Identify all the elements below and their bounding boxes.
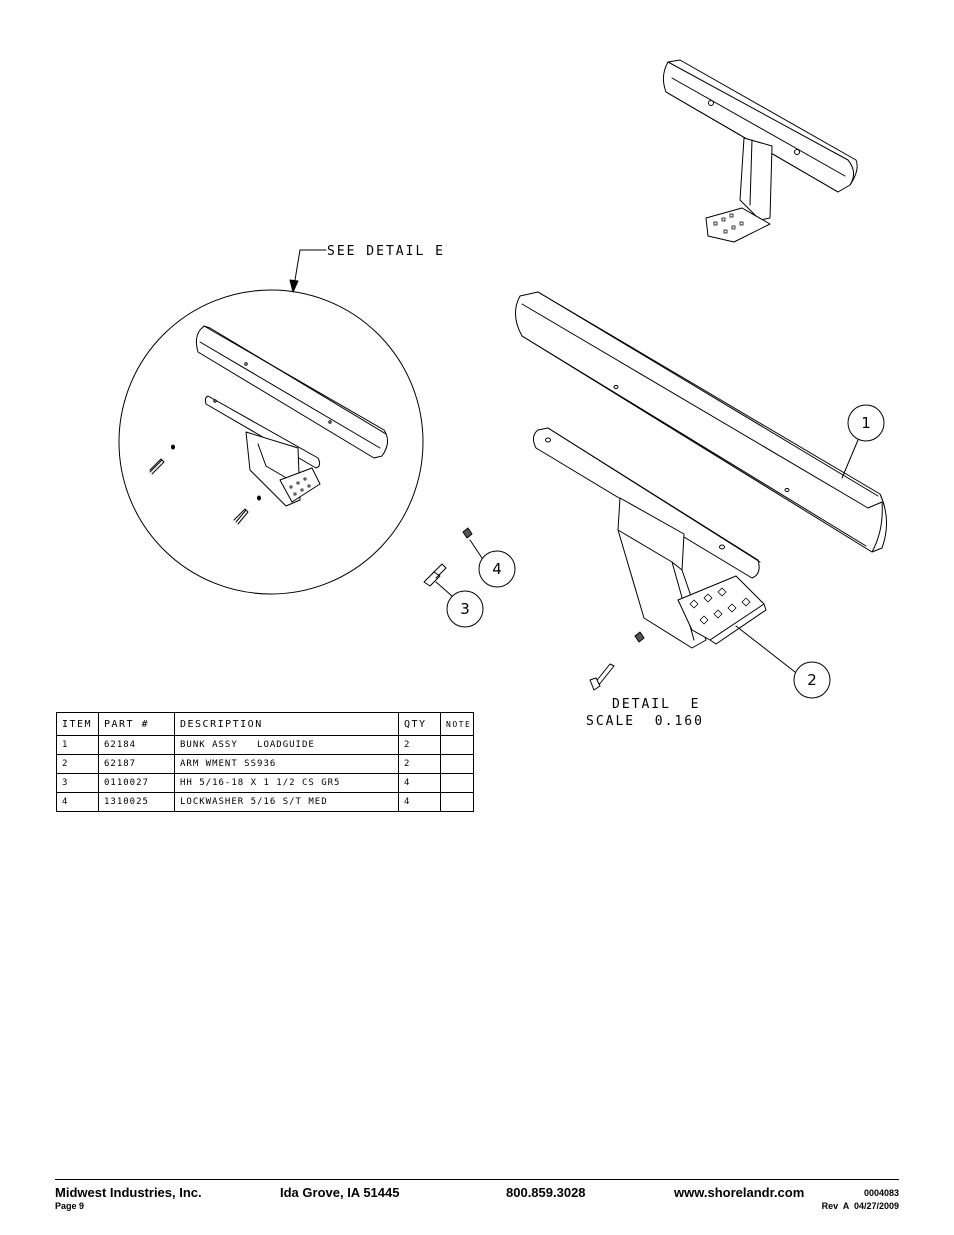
bom-item: 2 bbox=[56, 754, 99, 774]
bom-item: 4 bbox=[56, 792, 99, 812]
footer-website: www.shorelandr.com bbox=[674, 1185, 805, 1200]
bom-description: HH 5/16-18 X 1 1/2 CS GR5 bbox=[174, 773, 399, 793]
bom-item: 3 bbox=[56, 773, 99, 793]
page-footer: Midwest Industries, Inc. Ida Grove, IA 5… bbox=[55, 1179, 899, 1211]
bom-header-item: ITEM bbox=[56, 712, 99, 736]
bom-header-row: ITEM PART # DESCRIPTION QTY NOTE bbox=[56, 712, 474, 736]
bom-note bbox=[440, 773, 474, 793]
bom-header-part: PART # bbox=[98, 712, 175, 736]
detail-label-line2: SCALE 0.160 bbox=[586, 714, 704, 729]
bom-note bbox=[440, 735, 474, 755]
main-hardware bbox=[423, 527, 645, 691]
table-row: 1 62184 BUNK ASSY LOADGUIDE 2 bbox=[56, 735, 474, 755]
detail-label-line1: DETAIL E bbox=[612, 697, 701, 712]
detail-scale-label: DETAIL E SCALE 0.160 bbox=[586, 696, 704, 730]
detail-callout-text: SEE DETAIL E bbox=[327, 244, 445, 259]
balloon-1: 1 bbox=[841, 404, 885, 479]
bom-qty: 4 bbox=[398, 773, 441, 793]
bom-item: 1 bbox=[56, 735, 99, 755]
bom-qty: 4 bbox=[398, 792, 441, 812]
bom-description: ARM WMENT SS936 bbox=[174, 754, 399, 774]
footer-city: Ida Grove, IA 51445 bbox=[280, 1185, 400, 1200]
assembly-drawing: SEE DETAIL E bbox=[118, 59, 887, 699]
footer-page-number: Page 9 bbox=[55, 1201, 85, 1211]
table-row: 3 0110027 HH 5/16-18 X 1 1/2 CS GR5 4 bbox=[56, 773, 474, 793]
bom-description: BUNK ASSY LOADGUIDE bbox=[174, 735, 399, 755]
bom-note bbox=[440, 792, 474, 812]
detail-callout: SEE DETAIL E bbox=[289, 244, 445, 293]
bom-part: 0110027 bbox=[98, 773, 175, 793]
footer-phone: 800.859.3028 bbox=[506, 1185, 586, 1200]
svg-text:1: 1 bbox=[861, 414, 871, 432]
bom-header-qty: QTY bbox=[398, 712, 441, 736]
table-row: 2 62187 ARM WMENT SS936 2 bbox=[56, 754, 474, 774]
bom-description: LOCKWASHER 5/16 S/T MED bbox=[174, 792, 399, 812]
bom-header-description: DESCRIPTION bbox=[174, 712, 399, 736]
footer-company: Midwest Industries, Inc. bbox=[55, 1185, 202, 1200]
bom-qty: 2 bbox=[398, 754, 441, 774]
balloon-2: 2 bbox=[735, 625, 831, 699]
bunk-assembly bbox=[515, 291, 887, 553]
isometric-bunk-view bbox=[662, 59, 858, 243]
bom-note bbox=[440, 754, 474, 774]
footer-revision: Rev A 04/27/2009 bbox=[821, 1201, 899, 1211]
bom-part: 62187 bbox=[98, 754, 175, 774]
footer-doc-number: 0004083 bbox=[863, 1188, 899, 1198]
svg-text:4: 4 bbox=[492, 560, 502, 578]
detail-circle bbox=[118, 289, 424, 595]
balloon-3: 3 bbox=[435, 581, 484, 628]
bom-header-note: NOTE bbox=[440, 712, 474, 736]
bom-qty: 2 bbox=[398, 735, 441, 755]
table-row: 4 1310025 LOCKWASHER 5/16 S/T MED 4 bbox=[56, 792, 474, 812]
bom-part: 62184 bbox=[98, 735, 175, 755]
bom-part: 1310025 bbox=[98, 792, 175, 812]
svg-text:3: 3 bbox=[460, 600, 470, 618]
arm-weldment bbox=[532, 427, 767, 649]
bill-of-materials-table: ITEM PART # DESCRIPTION QTY NOTE 1 62184… bbox=[56, 712, 474, 812]
balloon-4: 4 bbox=[469, 539, 516, 588]
svg-text:2: 2 bbox=[807, 671, 817, 689]
